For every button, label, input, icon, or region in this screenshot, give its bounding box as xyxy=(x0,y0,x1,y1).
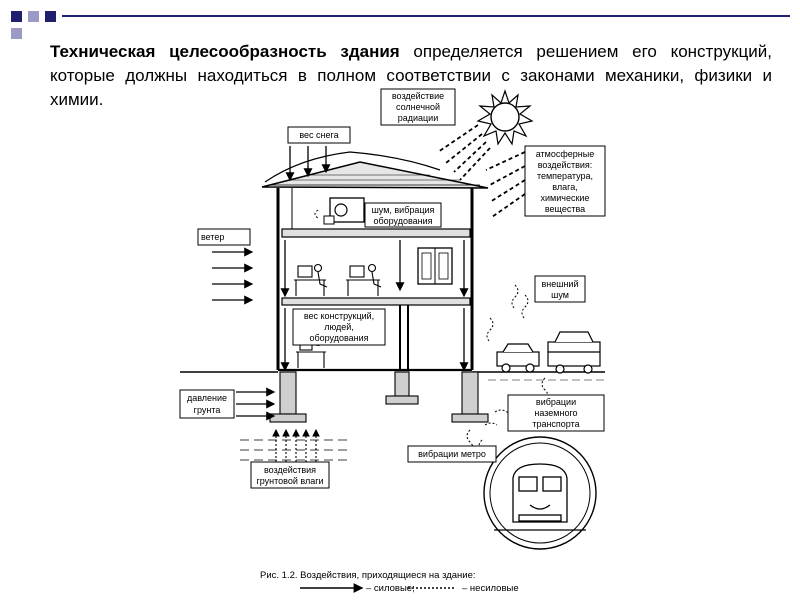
label-weight: вес конструкций, людей, оборудования xyxy=(292,308,386,346)
label-solar-line2: солнечной xyxy=(396,102,440,112)
metro-train-icon xyxy=(512,463,568,523)
label-weight-line3: оборудования xyxy=(309,333,368,343)
sun-icon xyxy=(476,89,534,146)
label-solar-radiation: воздействие солнечной радиации xyxy=(380,88,456,126)
caption-nonforce: – несиловые xyxy=(462,583,519,594)
label-transport-line1: вибрации xyxy=(536,397,576,407)
label-atmos-line5: химические xyxy=(541,193,590,203)
label-transport-line3: транспорта xyxy=(532,419,579,429)
label-extnoise-line2: шум xyxy=(551,290,569,300)
groundwater-arrows xyxy=(272,428,320,462)
intro-bold: Техническая целесообразность здания xyxy=(50,42,400,61)
label-solar-line1: воздействие xyxy=(392,91,444,101)
solar-rays xyxy=(437,124,491,181)
label-snow: вес снега xyxy=(287,126,351,144)
corner-square-light-1 xyxy=(28,11,39,22)
office-desk-2 xyxy=(346,263,382,296)
corner-square-dark-2 xyxy=(45,11,56,22)
label-weight-line1: вес конструкций, xyxy=(304,311,374,321)
snow-arrows xyxy=(285,146,331,182)
snow-cap xyxy=(264,151,441,183)
roof xyxy=(261,161,489,189)
label-groundwater: воздействия грунтовой влаги xyxy=(250,461,330,489)
label-transport-line2: наземного xyxy=(534,408,577,418)
label-atmos-line2: воздействия: xyxy=(538,160,593,170)
corner-square-light-2 xyxy=(11,28,22,39)
building-frame xyxy=(276,188,474,370)
intro-rest: определяется решением его конструкций, к… xyxy=(50,42,772,109)
label-atmos-line3: температура, xyxy=(537,171,593,181)
label-groundwater-line2: грунтовой влаги xyxy=(256,476,323,486)
label-soil-pressure: давление грунта xyxy=(179,389,235,419)
interior-load-arrows xyxy=(280,240,469,372)
label-extnoise-line1: внешний xyxy=(541,279,578,289)
label-groundwater-line1: воздействия xyxy=(264,465,316,475)
label-soil-line2: грунта xyxy=(194,405,221,415)
label-atmos-line6: вещества xyxy=(545,204,585,214)
label-atmos-line4: влага, xyxy=(552,182,577,192)
label-noise-equipment: шум, вибрация оборудования xyxy=(364,202,442,228)
car-icon xyxy=(496,343,540,373)
label-wind: ветер xyxy=(197,228,251,246)
atmospheric-rays xyxy=(485,151,526,218)
label-ground-transport: вибрации наземного транспорта xyxy=(507,394,605,432)
label-noise-line2: оборудования xyxy=(373,216,432,226)
label-atmospheric: атмосферные воздействия: температура, вл… xyxy=(524,145,606,217)
metro-tunnel xyxy=(483,436,597,550)
door xyxy=(417,247,453,285)
corner-square-dark-1 xyxy=(11,11,22,22)
label-wind-text: ветер xyxy=(201,232,224,242)
external-noise-waves xyxy=(486,284,529,343)
caption-force: – силовые; xyxy=(366,583,415,594)
label-metro: вибрации метро xyxy=(407,445,497,463)
figure-caption: Рис. 1.2. Воздействия, приходящиеся на з… xyxy=(260,570,519,594)
wind-arrows xyxy=(212,247,254,305)
label-metro-text: вибрации метро xyxy=(418,449,486,459)
soil-pressure-arrows xyxy=(236,387,276,421)
header-line xyxy=(62,15,790,17)
label-noise-line1: шум, вибрация xyxy=(372,205,435,215)
label-snow-text: вес снега xyxy=(299,130,338,140)
label-weight-line2: людей, xyxy=(324,322,354,332)
office-desk-1 xyxy=(294,263,328,296)
label-external-noise: внешний шум xyxy=(534,275,586,303)
label-soil-line1: давление xyxy=(187,393,227,403)
label-solar-line3: радиации xyxy=(398,113,439,123)
equipment-icon xyxy=(314,197,365,225)
truck-icon xyxy=(547,331,601,374)
ground xyxy=(180,368,605,381)
caption-title: Рис. 1.2. Воздействия, приходящиеся на з… xyxy=(260,570,476,581)
label-atmos-line1: атмосферные xyxy=(536,149,594,159)
foundations xyxy=(269,371,489,423)
groundwater-lines xyxy=(240,439,350,461)
intro-text: Техническая целесообразность здания опре… xyxy=(50,40,772,112)
